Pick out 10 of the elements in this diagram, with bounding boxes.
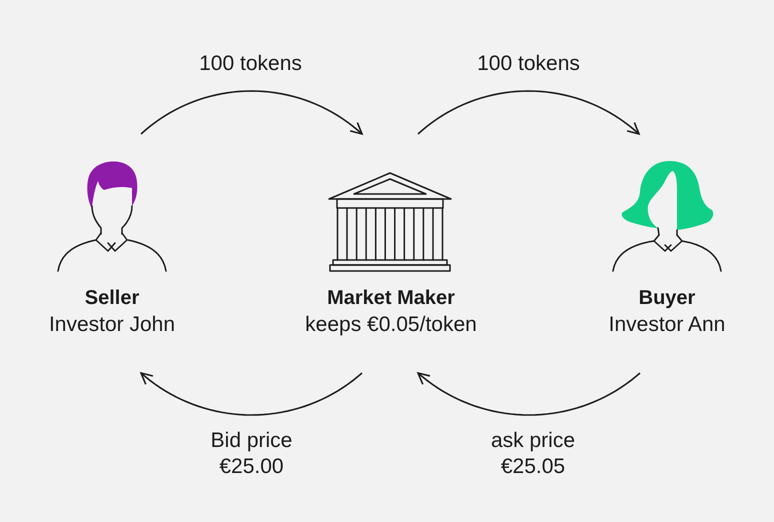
curved-arrow [140,372,363,416]
node-subtitle: keeps €0.05/token [305,313,477,337]
node-subtitle: Investor Ann [608,313,726,337]
node-subtitle: Investor John [48,313,176,337]
node-title: Buyer [638,286,696,310]
curved-arrow [417,372,641,416]
node-title: Seller [84,286,140,310]
node-title: Market Maker [327,286,455,310]
curved-arrow [140,90,363,135]
curved-arrow [417,90,640,135]
